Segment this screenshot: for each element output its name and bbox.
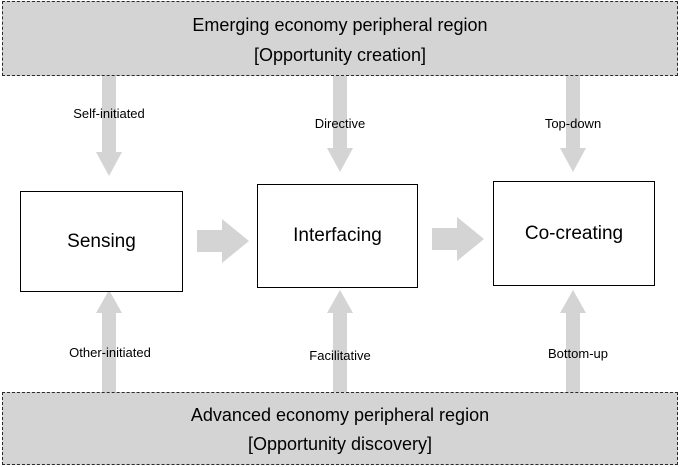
- down-arrow-cocreating: [560, 76, 586, 172]
- up-arrow-sensing: [96, 290, 122, 392]
- top-region-subtitle: [Opportunity creation]: [253, 45, 427, 65]
- stage-sensing: Sensing: [20, 191, 183, 292]
- top-region-title: Emerging economy peripheral region: [192, 15, 488, 35]
- label-directive: Directive: [314, 116, 366, 131]
- stage-interfacing-label: Interfacing: [293, 225, 382, 246]
- down-arrow-sensing: [96, 76, 122, 176]
- bottom-region-subtitle: [Opportunity discovery]: [247, 434, 433, 454]
- label-self-initiated: Self-initiated: [73, 106, 145, 121]
- up-arrow-interfacing: [327, 290, 353, 392]
- right-arrow-interfacing-to-cocreating: [432, 217, 484, 261]
- down-arrow-interfacing: [327, 76, 353, 172]
- right-arrow-sensing-to-interfacing: [197, 219, 249, 263]
- stage-sensing-label: Sensing: [67, 230, 136, 252]
- label-facilitative: Facilitative: [309, 348, 371, 363]
- stage-cocreating: Co-creating: [493, 181, 655, 286]
- label-other-initiated: Other-initiated: [69, 345, 151, 360]
- bottom-region: Advanced economy peripheral region [Oppo…: [2, 392, 678, 465]
- label-bottom-up: Bottom-up: [548, 346, 608, 361]
- bottom-region-title: Advanced economy peripheral region: [190, 405, 490, 425]
- top-region: Emerging economy peripheral region [Oppo…: [2, 1, 678, 76]
- stage-cocreating-label: Co-creating: [524, 222, 624, 244]
- label-top-down: Top-down: [544, 116, 602, 131]
- stage-interfacing: Interfacing: [257, 184, 418, 288]
- up-arrow-cocreating: [560, 290, 586, 392]
